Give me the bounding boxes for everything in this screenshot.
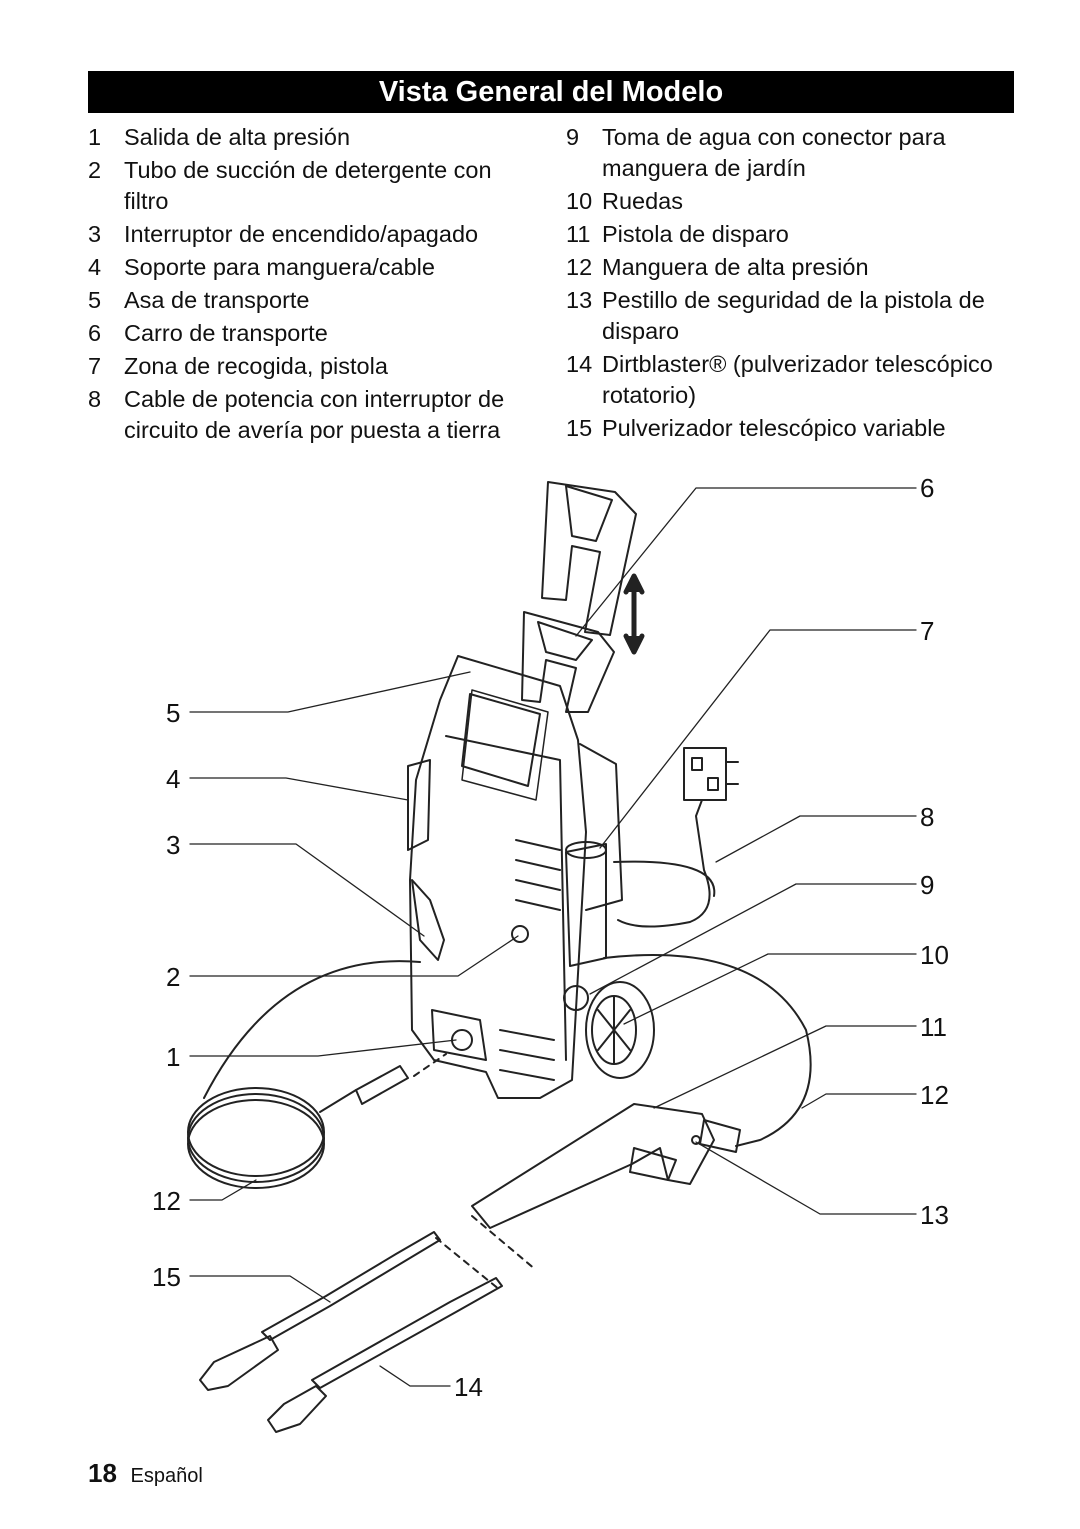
legend-item: 3 Interruptor de encendido/apagado <box>88 219 538 250</box>
wheel-illustration <box>585 981 655 1079</box>
trigger-gun-illustration <box>471 1103 741 1229</box>
legend-number: 13 <box>566 287 593 313</box>
page-footer: 18 Español <box>88 1458 203 1489</box>
high-pressure-hose-illustration <box>603 954 812 1147</box>
gun-holder-illustration <box>565 843 607 967</box>
pressure-washer-diagram: 6 7 5 4 8 3 9 2 10 1 11 12 12 13 15 14 <box>152 473 949 1433</box>
callout-9: 9 <box>920 870 934 900</box>
legend-number: 5 <box>88 287 102 313</box>
callout-14: 14 <box>454 1372 483 1402</box>
callout-10: 10 <box>920 940 949 970</box>
legend-number: 2 <box>88 157 102 183</box>
legend-text: Pestillo de seguridad de la pistola de d… <box>602 287 985 344</box>
legend-number: 10 <box>566 188 593 214</box>
legend-item: 9 Toma de agua con conector para manguera… <box>566 122 1016 184</box>
callout-7: 7 <box>920 616 934 646</box>
legend-left-column: 1 Salida de alta presión 2 Tubo de succión… <box>88 122 538 448</box>
legend-number: 7 <box>88 353 102 379</box>
page-title: Vista General del Modelo <box>88 71 1014 113</box>
legend-item: 13 Pestillo de seguridad de la pistola de… <box>566 285 1016 347</box>
legend-text: Dirtblaster® (pulverizador telescópico r… <box>602 351 993 408</box>
legend-text: Toma de agua con conector para manguera … <box>602 124 946 181</box>
legend-item: 8 Cable de potencia con interruptor de ci… <box>88 384 538 446</box>
legend-item: 10 Ruedas <box>566 186 1016 217</box>
callout-11: 11 <box>920 1012 947 1042</box>
legend-item: 11 Pistola de disparo <box>566 219 1016 250</box>
legend-text: Salida de alta presión <box>124 124 351 150</box>
callout-8: 8 <box>920 802 934 832</box>
legend-number: 9 <box>566 124 580 150</box>
legend-item: 5 Asa de transporte <box>88 285 538 316</box>
callout-6: 6 <box>920 473 934 503</box>
legend-item: 1 Salida de alta presión <box>88 122 538 153</box>
legend-number: 14 <box>566 351 593 377</box>
machine-body-illustration <box>409 655 587 1099</box>
legend-text: Pistola de disparo <box>602 221 789 247</box>
legend-number: 4 <box>88 254 102 280</box>
callout-2: 2 <box>166 962 180 992</box>
legend-number: 1 <box>88 124 102 150</box>
legend-text: Cable de potencia con interruptor de cir… <box>124 386 505 443</box>
callout-3: 3 <box>166 830 180 860</box>
callout-15: 15 <box>152 1262 181 1292</box>
legend-number: 3 <box>88 221 102 247</box>
callout-12-left: 12 <box>152 1186 181 1216</box>
upper-handle-illustration <box>541 481 637 636</box>
legend-item: 7 Zona de recogida, pistola <box>88 351 538 382</box>
legend-item: 15 Pulverizador telescópico variable <box>566 413 1016 444</box>
legend-right-column: 9 Toma de agua con conector para manguera… <box>566 122 1016 446</box>
adjust-arrow-illustration <box>623 573 645 655</box>
legend-text: Carro de transporte <box>124 320 328 346</box>
legend-text: Manguera de alta presión <box>602 254 869 280</box>
legend-number: 12 <box>566 254 593 280</box>
legend-number: 15 <box>566 415 593 441</box>
power-cord-illustration <box>613 799 716 928</box>
legend-number: 11 <box>566 221 591 247</box>
legend-number: 8 <box>88 386 102 412</box>
legend-item: 2 Tubo de succión de detergente con filtr… <box>88 155 538 217</box>
carry-handle-illustration <box>521 611 615 713</box>
legend-item: 4 Soporte para manguera/cable <box>88 252 538 283</box>
legend-text: Soporte para manguera/cable <box>124 254 435 280</box>
legend-text: Ruedas <box>602 188 683 214</box>
legend-item: 6 Carro de transporte <box>88 318 538 349</box>
power-plug-illustration <box>683 747 727 801</box>
legend-item: 12 Manguera de alta presión <box>566 252 1016 283</box>
variable-lance-illustration <box>199 1231 441 1391</box>
legend-text: Interruptor de encendido/apagado <box>124 221 479 247</box>
callout-12-right: 12 <box>920 1080 949 1110</box>
legend-text: Zona de recogida, pistola <box>124 353 388 379</box>
legend-item: 14 Dirtblaster® (pulverizador telescópico… <box>566 349 1016 411</box>
water-inlet-illustration <box>563 985 589 1011</box>
footer-language: Español <box>130 1465 203 1487</box>
page-number: 18 <box>88 1458 117 1488</box>
callout-1: 1 <box>166 1042 180 1072</box>
dirtblaster-illustration <box>267 1277 503 1433</box>
legend-text: Pulverizador telescópico variable <box>602 415 946 441</box>
legend-number: 6 <box>88 320 102 346</box>
callout-4: 4 <box>166 764 180 794</box>
legend-text: Asa de transporte <box>124 287 310 313</box>
hose-coil-illustration <box>187 960 421 1189</box>
callout-5: 5 <box>166 698 180 728</box>
callout-13: 13 <box>920 1200 949 1230</box>
legend-text: Tubo de succión de detergente con filtro <box>124 157 492 214</box>
